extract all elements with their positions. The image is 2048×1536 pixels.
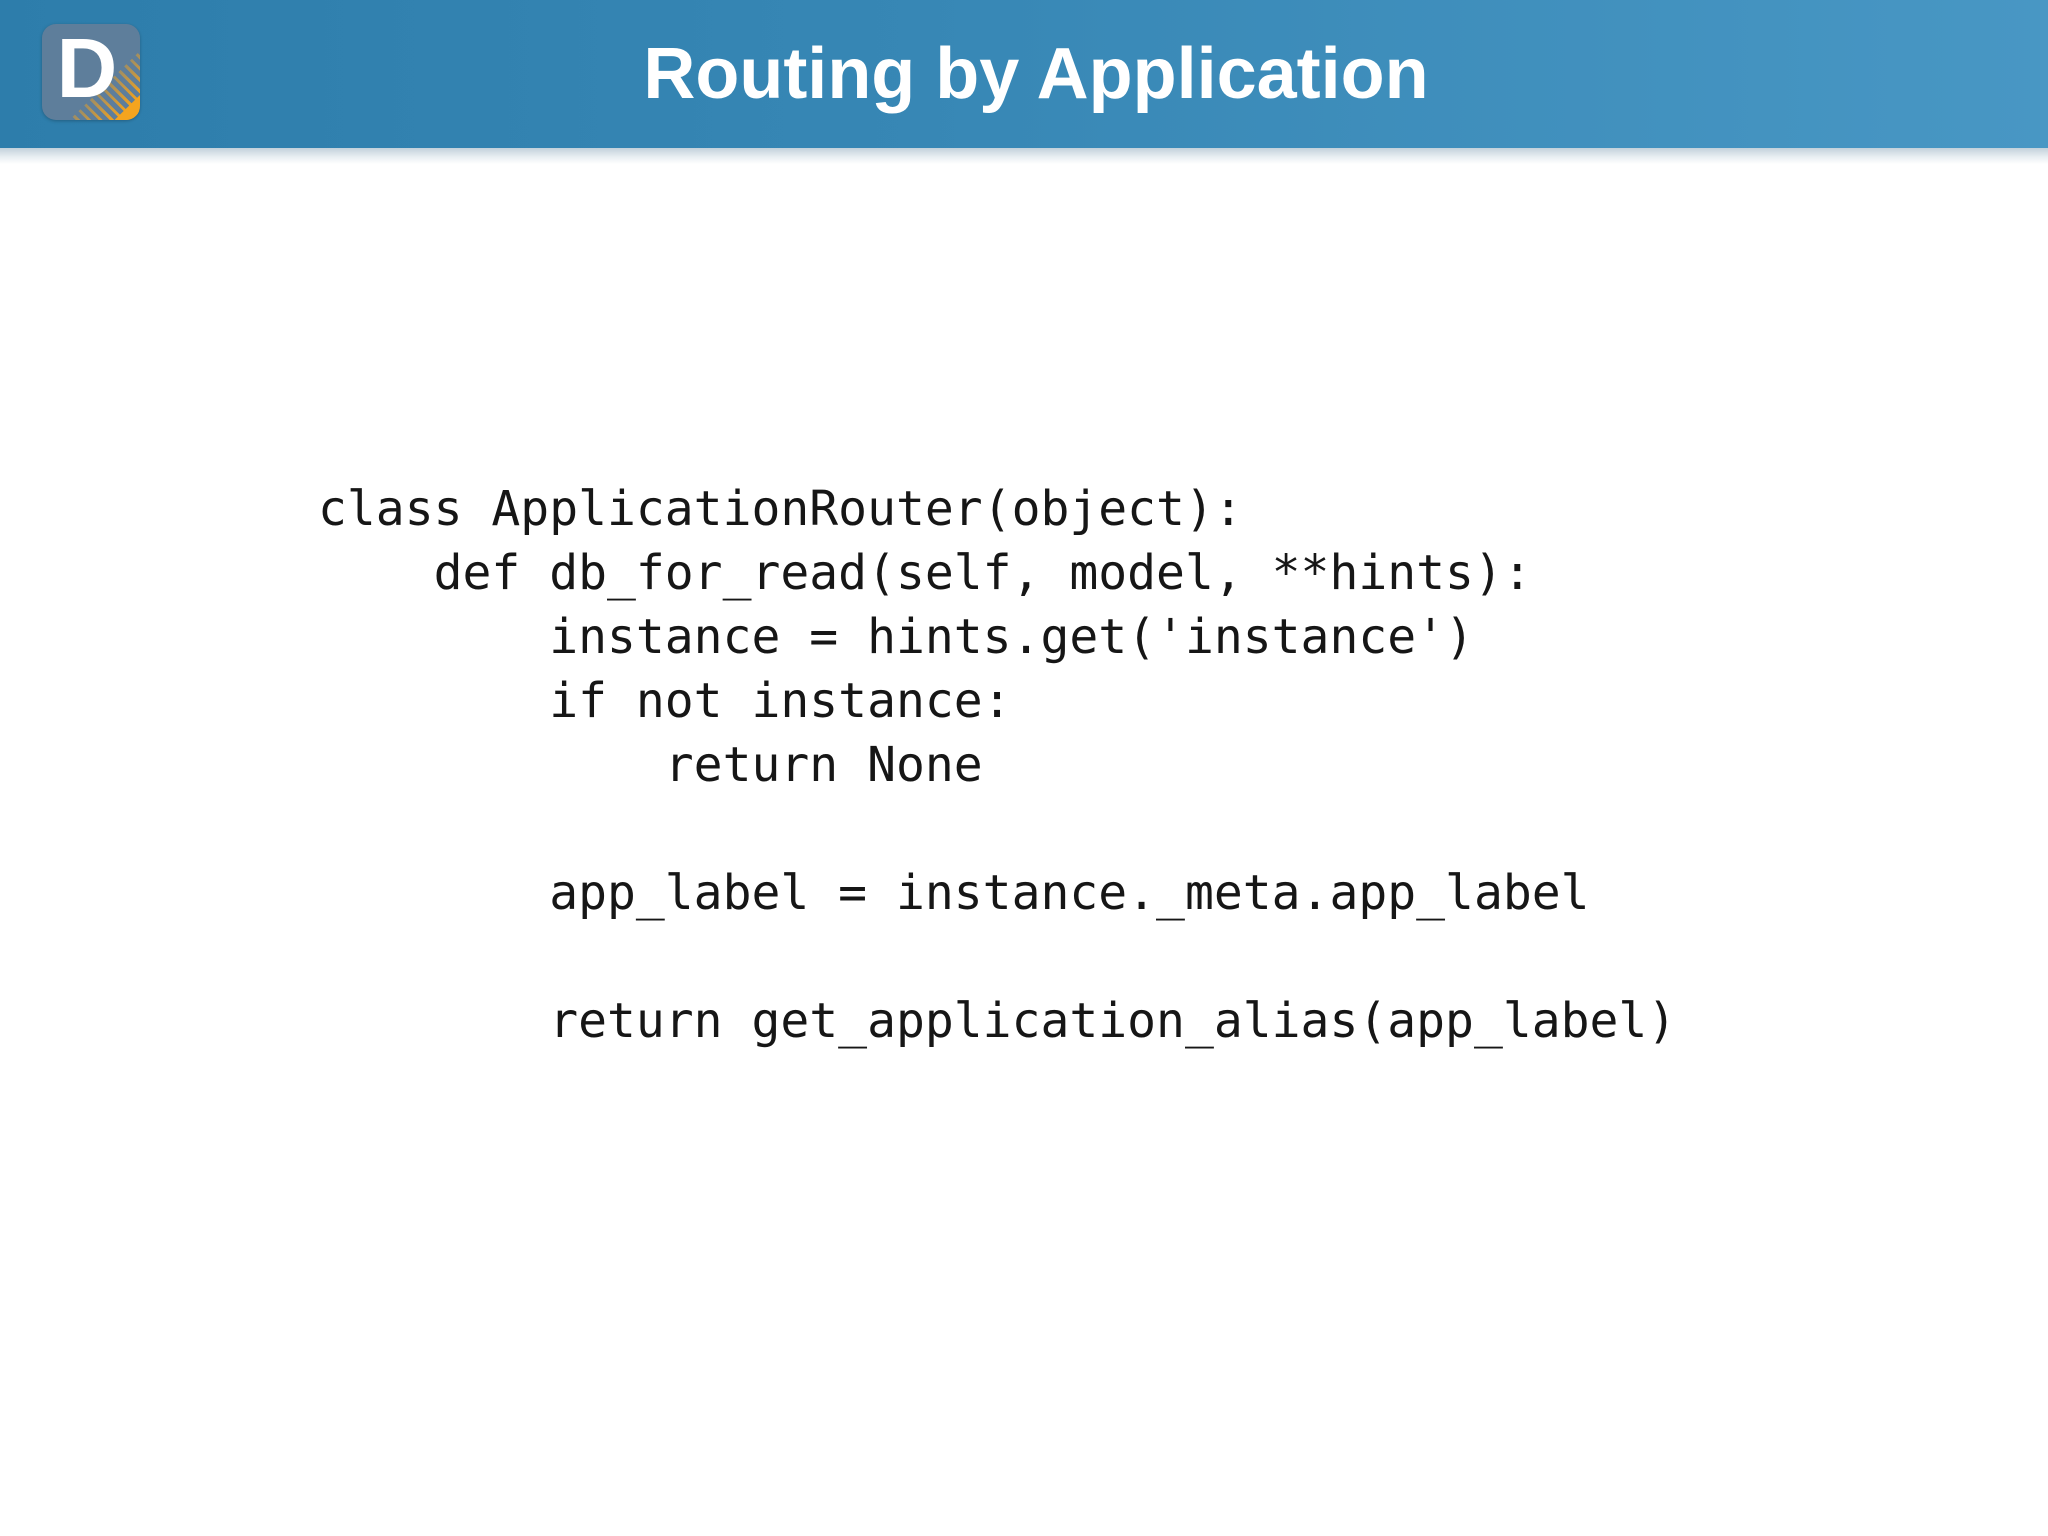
app-logo: D: [42, 24, 140, 120]
slide-header: Routing by Application: [0, 0, 2048, 148]
header-shadow-strip: [0, 148, 2048, 164]
code-block: class ApplicationRouter(object): def db_…: [318, 481, 1677, 1049]
logo-letter: D: [56, 24, 118, 115]
slide-title: Routing by Application: [643, 34, 1429, 114]
